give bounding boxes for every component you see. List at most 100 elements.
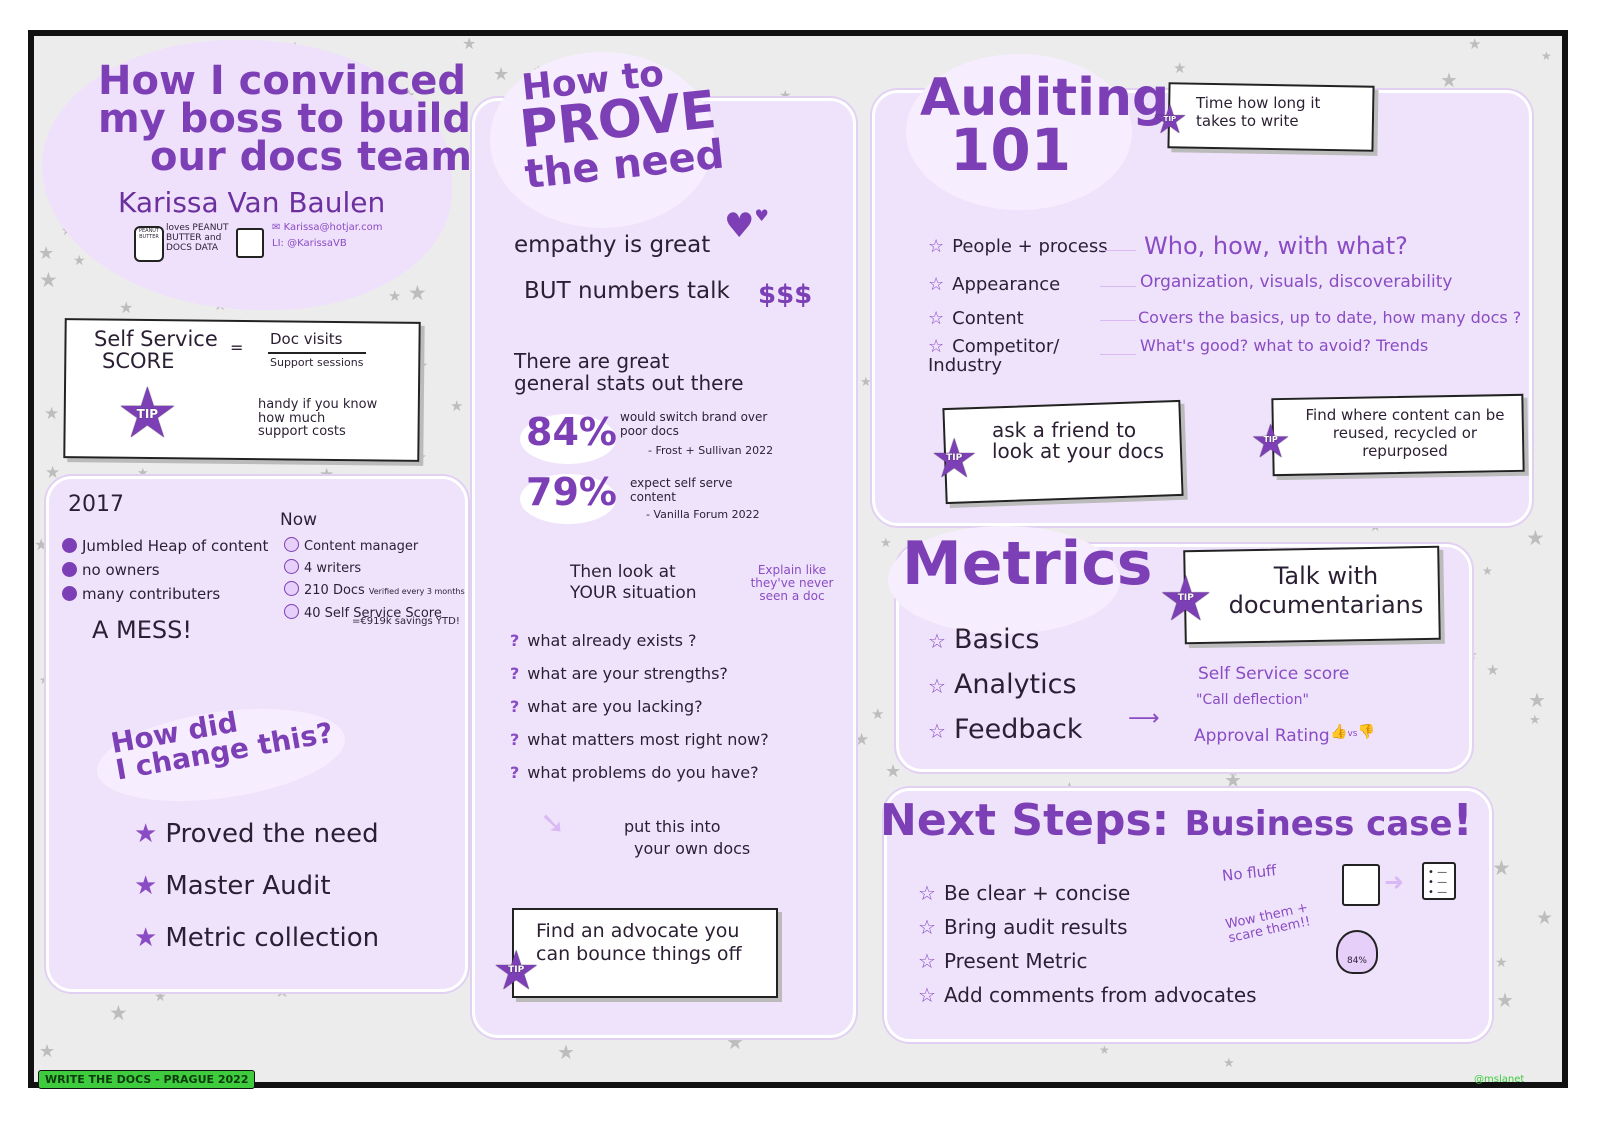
stat1-text: would switch brand over poor docs: [620, 410, 768, 439]
speaker-linkedin: LI: @KarissaVB: [272, 238, 347, 249]
audit-title-line2: 101: [950, 116, 1072, 185]
then-item-text: many contributers: [82, 585, 221, 603]
background-star-icon: ★: [1223, 1056, 1235, 1071]
question-mark-icon: ?: [510, 697, 520, 716]
background-star-icon: ★: [1496, 988, 1514, 1012]
background-star-icon: ★: [388, 287, 402, 305]
jar-label: PEANUT BUTTER: [138, 228, 160, 240]
background-star-icon: ★: [38, 243, 55, 264]
then-item-text: no owners: [82, 561, 160, 579]
fraction-bar: [268, 352, 366, 354]
advocate-note: [512, 908, 778, 998]
question-item: ?what matters most right now?: [510, 723, 769, 756]
star-bullet-icon: ☆: [928, 274, 945, 295]
background-star-icon: ★: [1482, 564, 1493, 578]
background-star-icon: ★: [880, 536, 892, 551]
star-bullet-icon: ☆: [918, 915, 936, 939]
year-2017: 2017: [68, 492, 124, 517]
numbers-text: BUT numbers talk: [524, 278, 730, 304]
peanut-butter-jar-icon: PEANUT BUTTER: [134, 226, 164, 262]
metrics-title: Metrics: [902, 529, 1153, 599]
score-label: SCORE: [102, 349, 175, 374]
audit-row: ☆People + process: [928, 236, 1108, 257]
audit-detail: Covers the basics, up to date, how many …: [1138, 308, 1522, 327]
background-star-icon: ★: [73, 253, 86, 269]
question-mark-icon: ?: [510, 631, 520, 650]
star-bullet-icon: ★: [134, 819, 158, 849]
background-star-icon: ★: [1440, 68, 1458, 92]
thumbs-vs: vs: [1347, 729, 1358, 739]
self-service-tip-text: handy if you know how much support costs: [258, 397, 378, 440]
question-item: ?what already exists ?: [510, 624, 769, 657]
now-item-text: Content manager: [304, 539, 419, 554]
prove-card: [472, 98, 856, 1038]
background-star-icon: ★: [39, 1041, 56, 1062]
audit-row: ☆Appearance: [928, 274, 1060, 295]
background-star-icon: ★: [450, 397, 464, 415]
question-mark-icon: ?: [510, 664, 520, 683]
metric-item: ☆Basics: [928, 618, 1083, 663]
next-item-text: Present Metric: [943, 949, 1088, 973]
verified-note: Verified every 3 months: [368, 587, 465, 596]
next-steps-card: [884, 788, 1492, 1042]
title-cloud: [42, 40, 452, 310]
tip-label: TIP: [1177, 593, 1194, 603]
background-star-icon: ★: [154, 989, 167, 1005]
friend-text: ask a friend to look at your docs: [992, 418, 1165, 463]
background-star-icon: ★: [885, 761, 902, 782]
email-text: Karissa@hotjar.com: [283, 222, 383, 233]
audit-detail: Organization, visuals, discoverability: [1140, 272, 1453, 292]
step-text: Metric collection: [165, 923, 380, 953]
background-star-icon: ★: [860, 375, 872, 390]
background-star-icon: ★: [1536, 907, 1554, 929]
talk-text: Talk with documentarians: [1228, 562, 1424, 619]
metrics-list: ☆Basics ☆Analytics ☆Feedback: [928, 618, 1083, 753]
next-item: ☆Add comments from advocates: [918, 978, 1257, 1012]
background-star-icon: ★: [1529, 713, 1541, 728]
star-bullet-icon: ★: [134, 871, 158, 901]
then-look-line1: Then look at: [570, 562, 676, 582]
background-star-icon: ★: [493, 64, 510, 85]
empathy-text: empathy is great: [514, 232, 711, 258]
question-text: what matters most right now?: [527, 730, 769, 749]
self-service-lhs: Self Service SCORE: [94, 328, 218, 372]
happy-face-icon: [284, 559, 299, 574]
stats-intro-line1: There are great: [514, 349, 670, 373]
step-text: Master Audit: [165, 871, 331, 901]
stat2-blob: [520, 474, 616, 524]
star-bullet-icon: ☆: [928, 629, 946, 653]
stat2-source: - Vanilla Forum 2022: [646, 508, 760, 521]
advocate-text: Find an advocate you can bounce things o…: [536, 920, 742, 965]
metric-text: Analytics: [953, 669, 1077, 700]
score-numerator: Doc visits: [270, 330, 343, 348]
tip-star-icon: ★TIP: [1152, 97, 1188, 143]
next-title-b: Business case: [1184, 804, 1453, 844]
step-text: Proved the need: [165, 819, 379, 849]
audit-row: ☆Competitor/ Industry: [928, 336, 1068, 376]
metric-detail: "Call deflection": [1196, 692, 1309, 708]
mess-label: A MESS!: [92, 616, 193, 644]
background-star-icon: ★: [462, 36, 477, 53]
audit-cloud: [906, 54, 1132, 210]
star-bullet-icon: ☆: [928, 308, 945, 329]
sad-face-icon: [62, 586, 77, 601]
now-item: Content manager: [284, 536, 465, 558]
mascot-label: 84%: [1346, 956, 1367, 966]
arrow-right-icon: ⟶: [1128, 706, 1160, 731]
laptop-icon: [236, 228, 264, 258]
talk-title-line1: How I convinced: [98, 58, 467, 104]
self-service-label: Self Service: [94, 327, 218, 351]
audit-row-label: Competitor/ Industry: [928, 336, 1060, 376]
stat1-blob: [520, 414, 616, 464]
arrow-icon: ➘: [540, 806, 566, 841]
step-item: ★Master Audit: [134, 860, 379, 912]
star-bullet-icon: ☆: [928, 236, 945, 257]
background-star-icon: ★: [39, 268, 58, 292]
messy-doc-icon: [1342, 864, 1380, 906]
speaker-bio: loves PEANUT BUTTER and DOCS DATA: [166, 223, 229, 253]
background-star-icon: ★: [1495, 955, 1508, 971]
questions-list: ?what already exists ? ?what are your st…: [510, 624, 769, 789]
star-bullet-icon: ☆: [918, 881, 936, 905]
